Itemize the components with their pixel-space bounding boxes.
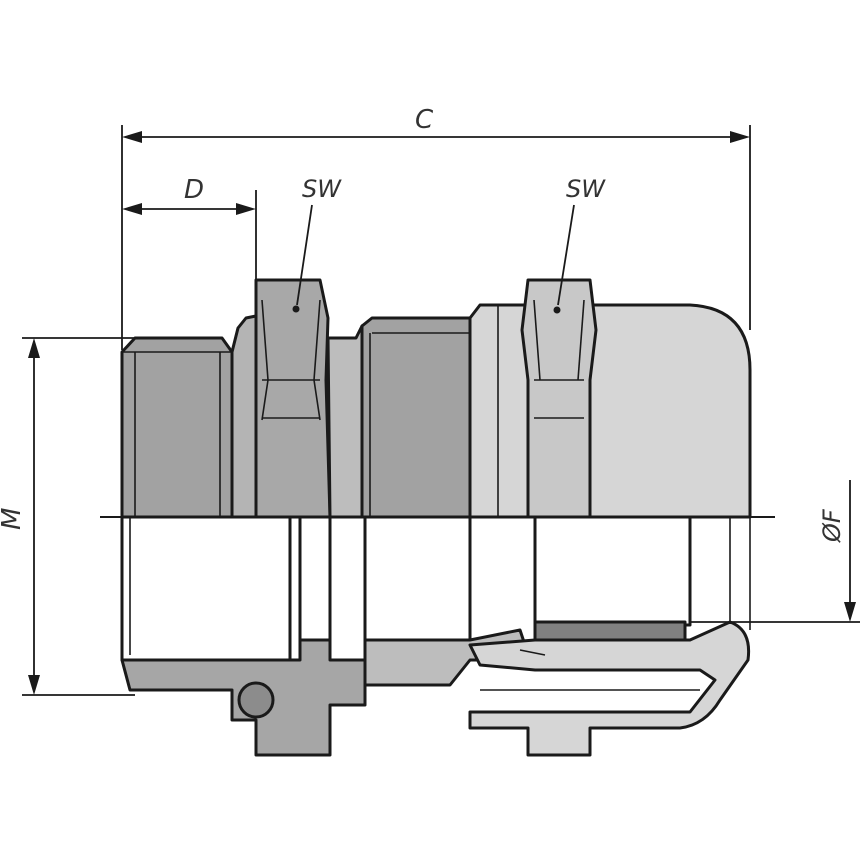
dome-cap	[468, 303, 752, 519]
o-ring	[237, 681, 275, 719]
dimension-c	[121, 125, 751, 350]
label-d: D	[184, 175, 204, 205]
label-sw-right: SW	[566, 175, 606, 203]
neck	[326, 324, 364, 519]
dimension-d	[122, 190, 257, 280]
upper-external-view	[120, 278, 752, 519]
label-f: ØF	[818, 508, 846, 543]
section-outline	[120, 515, 292, 662]
leader-sw-right	[557, 204, 575, 306]
cap-hex	[520, 278, 598, 519]
entry-thread	[120, 336, 234, 519]
dimension-m	[22, 337, 135, 696]
cap-section	[468, 620, 751, 757]
lower-section-view	[120, 515, 751, 757]
collar	[230, 314, 258, 519]
body-thread	[360, 316, 472, 519]
label-c: C	[415, 105, 434, 135]
label-m: M	[0, 508, 27, 530]
leader-sw-left	[296, 204, 313, 306]
dimension-f	[690, 480, 860, 623]
label-sw-left: SW	[302, 175, 342, 203]
